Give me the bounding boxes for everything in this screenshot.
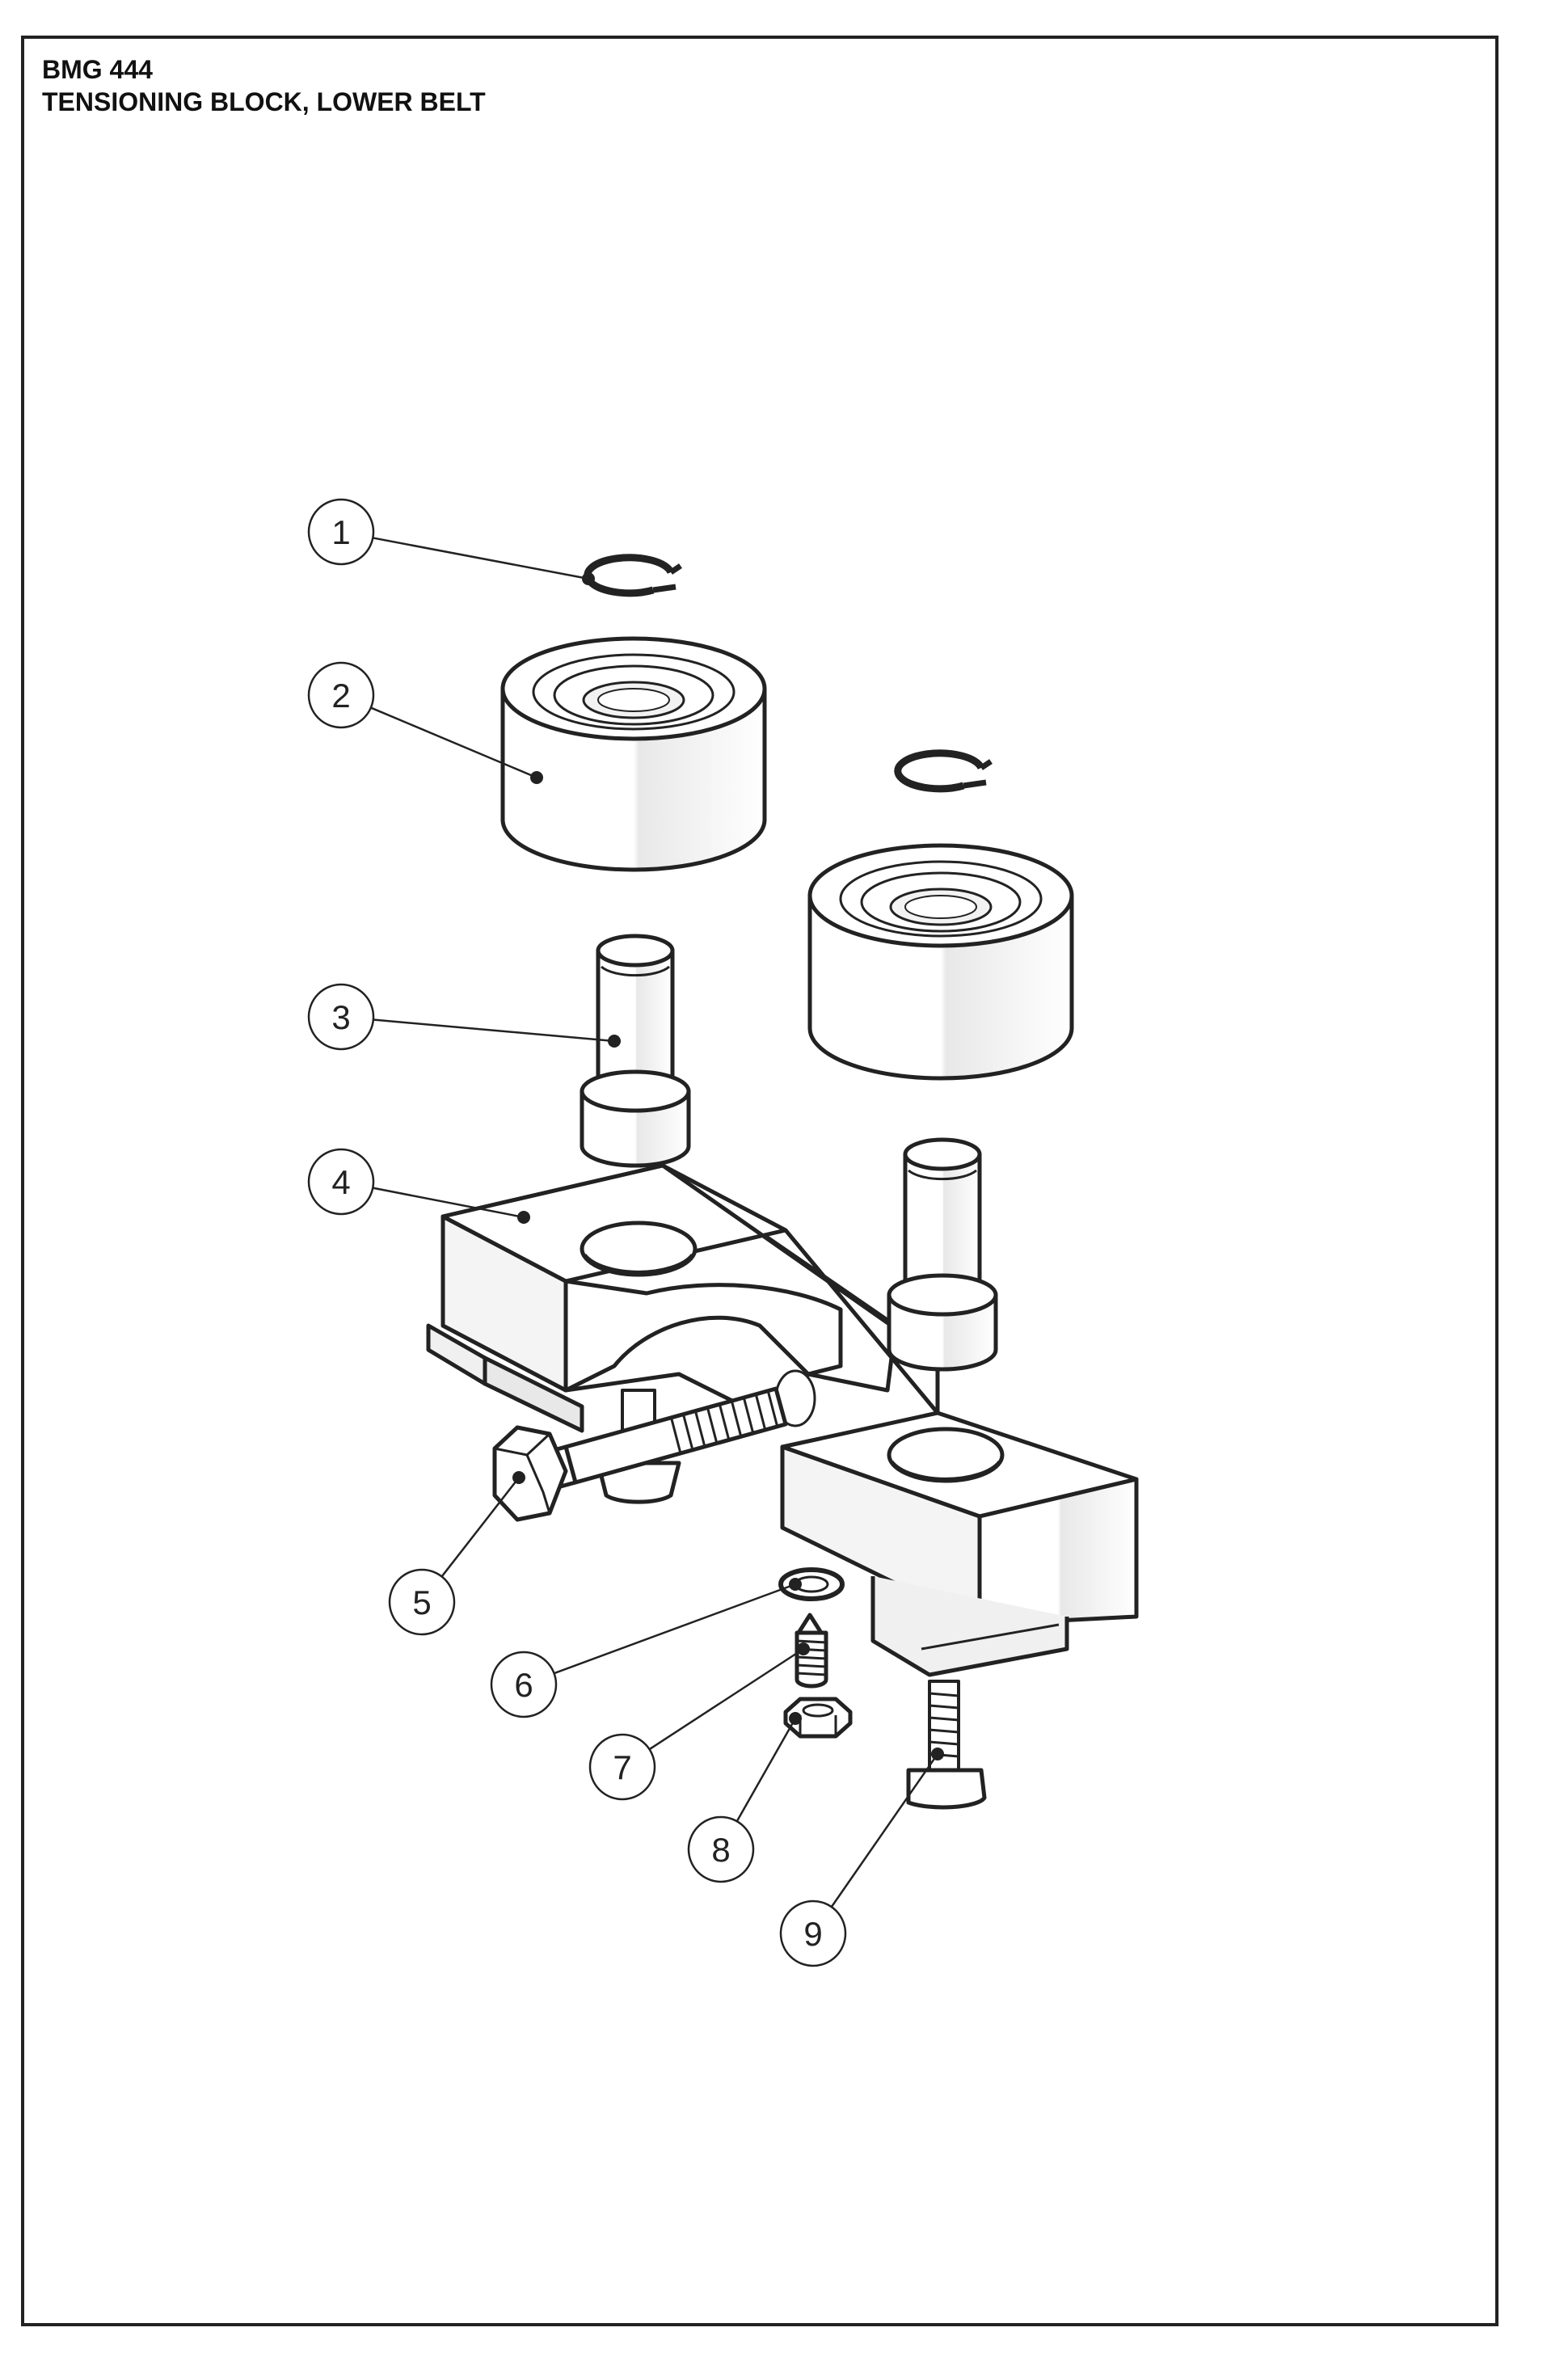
callout-number-4: 4: [331, 1163, 350, 1201]
leader-line-4: [373, 1187, 525, 1219]
leader-line-9: [830, 1753, 939, 1908]
leader-line-5: [440, 1477, 520, 1578]
callout-bubble-8: [687, 1815, 755, 1883]
callout-bubble-2: [307, 661, 375, 729]
shaft-right: [887, 1137, 998, 1372]
leader-line-1: [373, 537, 589, 580]
model-number: BMG 444: [42, 55, 153, 84]
washer: [778, 1567, 845, 1601]
callout-number-8: 8: [711, 1831, 730, 1869]
roller-bearing-left: [500, 636, 767, 872]
callout-8: 8: [687, 1712, 802, 1883]
leader-dot-6: [789, 1578, 802, 1591]
leader-line-7: [648, 1647, 804, 1751]
tensioning-block: [426, 1163, 1139, 1677]
drawing-title: TENSIONING BLOCK, LOWER BELT: [42, 87, 486, 116]
leader-dot-8: [789, 1712, 802, 1725]
leader-dot-7: [797, 1642, 810, 1655]
callout-number-2: 2: [331, 677, 350, 715]
callout-number-3: 3: [331, 998, 350, 1036]
leader-dot-2: [530, 771, 543, 784]
leader-dot-9: [931, 1748, 944, 1760]
callout-layer: 1 2 3 4 5 6 7 8 9: [307, 498, 944, 1967]
callout-number-1: 1: [331, 513, 350, 551]
callout-bubble-9: [779, 1900, 847, 1967]
hex-bolt: [492, 1386, 788, 1522]
callout-4: 4: [307, 1148, 530, 1224]
callout-9: 9: [779, 1748, 944, 1967]
drawing-frame: [21, 36, 1498, 2326]
callout-number-7: 7: [613, 1748, 631, 1786]
callout-number-6: 6: [514, 1666, 533, 1704]
callout-bubble-1: [307, 498, 375, 566]
leader-dot-5: [512, 1471, 525, 1484]
callout-7: 7: [588, 1642, 810, 1801]
leader-dot-1: [582, 572, 595, 585]
leader-line-2: [370, 706, 537, 779]
callout-bubble-6: [490, 1651, 558, 1718]
leader-line-8: [736, 1718, 797, 1822]
callout-5: 5: [388, 1471, 525, 1636]
callout-bubble-7: [588, 1733, 656, 1801]
leader-line-6: [554, 1583, 796, 1675]
callout-number-5: 5: [412, 1583, 431, 1621]
callout-number-9: 9: [803, 1915, 822, 1953]
leader-dot-4: [517, 1211, 530, 1224]
callout-1: 1: [307, 498, 595, 585]
callout-bubble-4: [307, 1148, 375, 1216]
retaining-ring-left: [584, 554, 682, 597]
callout-2: 2: [307, 661, 543, 784]
countersunk-screw-right: [906, 1680, 987, 1810]
leader-line-3: [373, 1018, 615, 1043]
callout-6: 6: [490, 1578, 802, 1718]
retaining-ring-right: [894, 749, 993, 793]
callout-3: 3: [307, 983, 621, 1051]
roller-bearing-right: [807, 843, 1074, 1081]
title-block: BMG 444 TENSIONING BLOCK, LOWER BELT: [42, 53, 486, 118]
callout-bubble-5: [388, 1568, 456, 1636]
shaft-left: [580, 934, 691, 1168]
leader-dot-3: [608, 1035, 621, 1048]
callout-bubble-3: [307, 983, 375, 1051]
